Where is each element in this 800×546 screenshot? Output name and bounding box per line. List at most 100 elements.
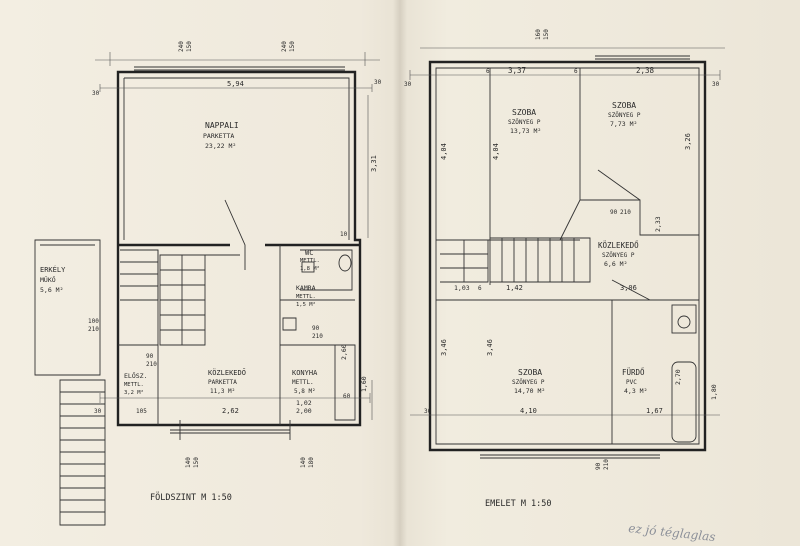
- dim-upper-h404b: 4,04: [492, 143, 500, 160]
- dim-ground-b180b: 180: [308, 457, 315, 468]
- upper-corridor-walls: [436, 199, 581, 285]
- room-szoba3-floor: SZŐNYEG P: [512, 379, 545, 386]
- dim-ground-k90: 90: [312, 325, 320, 332]
- ground-right-dim-line: [367, 95, 373, 420]
- toilet-bowl: [677, 315, 691, 329]
- kitchen-box: [282, 317, 297, 331]
- upper-bottom-window: [480, 454, 660, 459]
- wc-room: [300, 249, 353, 291]
- dim-ground-b140b: 140: [300, 457, 307, 468]
- dim-ground-k60: 60: [343, 393, 351, 400]
- dim-ground-k30: 30: [94, 408, 102, 415]
- upper-outer-wall: [428, 60, 707, 452]
- upper-top-window: [595, 55, 690, 60]
- dim-ground-top-right-b: 150: [289, 41, 296, 52]
- toilet-symbol: [338, 254, 352, 272]
- balcony-outline: [34, 239, 101, 376]
- ground-top-dim-line: [95, 52, 380, 66]
- ground-inner-wall-line: [123, 77, 350, 240]
- handwritten-note: ez jó téglaglas: [628, 521, 716, 544]
- dim-ground-k210: 210: [312, 333, 323, 340]
- room-wc-name: WC: [305, 249, 313, 257]
- dim-upper-h103: 1,03: [454, 284, 470, 292]
- dim-ground-right-30: 30: [374, 79, 382, 86]
- external-stair: [59, 379, 106, 526]
- room-kozl-area: 11,3 M²: [210, 388, 235, 395]
- dim-ground-d105: 105: [136, 408, 147, 415]
- room-upper-kozl-name: KÖZLEKEDŐ: [598, 241, 639, 250]
- dim-upper-d90: 90: [610, 209, 618, 216]
- bathtub: [671, 361, 697, 443]
- dim-upper-top-b: 150: [543, 29, 550, 40]
- room-konyha-name: KONYHA: [292, 369, 318, 377]
- dim-ground-d10: 10: [340, 231, 348, 238]
- dim-upper-d210: 210: [620, 209, 631, 216]
- room-konyha-floor: METTL.: [292, 379, 314, 386]
- dim-upper-w-left: 3,37: [508, 66, 526, 75]
- room-kozl-floor: PARKETTA: [208, 379, 237, 386]
- room-erkely-name: ERKÉLY: [40, 265, 66, 274]
- room-nappali-area: 23,22 M²: [205, 142, 236, 150]
- room-szoba1-name: SZOBA: [512, 108, 536, 117]
- upper-room-walls: [489, 68, 699, 240]
- dim-upper-top-a: 160: [535, 29, 542, 40]
- room-kamra-area: 1,5 M²: [296, 301, 316, 308]
- room-upper-kozl-floor: SZŐNYEG P: [602, 252, 635, 259]
- room-wc-floor: METTL.: [300, 258, 320, 264]
- dim-ground-k160: 1,60: [360, 376, 368, 392]
- dim-upper-b30: 30: [424, 408, 432, 415]
- dim-upper-h346b: 3,46: [486, 339, 494, 356]
- upper-inner-wall-line: [435, 67, 700, 445]
- room-nappali-floor: PARKETTA: [203, 132, 234, 140]
- dim-ground-top-left-a: 240: [178, 41, 185, 52]
- dim-upper-b210: 210: [603, 459, 610, 470]
- kitchen-counter: [334, 344, 356, 421]
- room-szoba3-name: SZOBA: [518, 368, 542, 377]
- ground-width-dim-line: [99, 84, 373, 92]
- dim-ground-height-nappali: 3,31: [370, 155, 378, 172]
- room-szoba1-floor: SZŐNYEG P: [508, 119, 541, 126]
- ground-staircase: [120, 199, 246, 346]
- room-szoba2-area: 7,73 M²: [610, 120, 637, 128]
- room-kamra-name: KAMRA: [296, 284, 316, 292]
- dim-upper-w167: 1,67: [646, 407, 663, 415]
- upper-lower-walls: [436, 299, 699, 444]
- dim-upper-h404a: 4,04: [440, 143, 448, 160]
- room-eloter-name: ELŐSZ.: [124, 371, 147, 380]
- ground-bottom-dim-line: [99, 393, 371, 403]
- dim-ground-bottom-c: 2,00: [296, 407, 312, 415]
- dim-upper-b90: 90: [595, 462, 602, 470]
- ground-floor-title: FÖLDSZINT M 1:50: [150, 492, 232, 503]
- dim-ground-bottom-b: 1,02: [296, 399, 312, 407]
- room-konyha-area: 5,8 M²: [294, 388, 316, 395]
- dim-upper-h326: 3,26: [684, 133, 692, 150]
- upper-floor-plan: SZOBA SZŐNYEG P 13,73 M² SZOBA SZŐNYEG P…: [404, 29, 725, 509]
- dim-upper-f180: 1,80: [710, 384, 718, 400]
- dim-ground-top-right-a: 240: [281, 41, 288, 52]
- dim-ground-k260: 2,60: [340, 344, 348, 360]
- room-szoba2-floor: SZŐNYEG P: [608, 112, 641, 119]
- room-nappali-name: NAPPALI: [205, 121, 239, 130]
- dim-ground-b150a: 150: [193, 457, 200, 468]
- bath-toilet-block: [671, 304, 697, 334]
- upper-door-swings: [597, 169, 651, 301]
- room-eloter-area: 3,2 M²: [124, 389, 144, 396]
- ground-top-window: [134, 66, 345, 71]
- room-eloter-floor: METTL.: [124, 382, 144, 388]
- room-erkely-floor: MŰKŐ: [40, 275, 56, 284]
- dim-upper-w-right: 2,38: [636, 66, 655, 75]
- room-upper-kozl-area: 6,6 M²: [604, 260, 627, 268]
- room-kozl-name: KÖZLEKEDŐ: [208, 368, 246, 377]
- dim-ground-door-100: 100: [88, 318, 99, 325]
- ground-interior-walls: [157, 245, 355, 425]
- dim-ground-width: 5,94: [227, 80, 244, 88]
- dim-ground-door-210: 210: [88, 326, 99, 333]
- dim-upper-s142: 1,42: [506, 284, 523, 292]
- dim-upper-s6: 6: [478, 285, 482, 292]
- room-szoba3-area: 14,70 M²: [514, 387, 545, 395]
- paper-fold: [393, 0, 407, 546]
- dim-upper-w410: 4,10: [520, 407, 537, 415]
- dim-ground-top-left-b: 150: [186, 41, 193, 52]
- dim-ground-b140a: 140: [185, 457, 192, 468]
